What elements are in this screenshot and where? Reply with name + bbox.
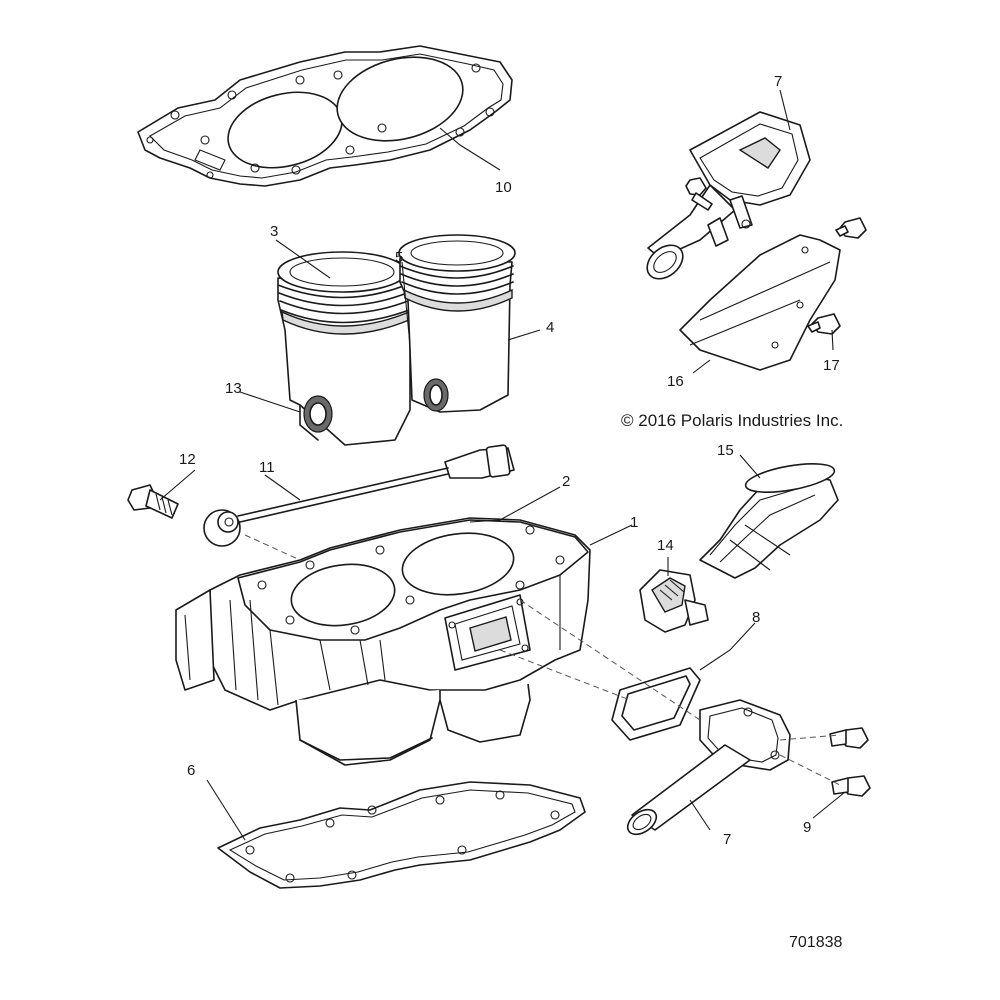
callout-9: 9 [803, 819, 811, 836]
thermostat-housing [646, 111, 811, 280]
callout-3: 3 [270, 223, 278, 240]
hose-clamp [639, 569, 709, 633]
diagram-part-number: 701838 [789, 934, 843, 951]
knock-sensor [203, 444, 515, 547]
callout-14: 14 [657, 537, 674, 554]
callout-4: 4 [546, 319, 554, 336]
callout-7-top: 7 [774, 73, 782, 90]
callout-2: 2 [562, 473, 570, 490]
leader-lines [159, 89, 846, 841]
callout-16: 16 [667, 373, 684, 390]
callout-10: 10 [495, 179, 512, 196]
mounting-bolt [127, 484, 179, 519]
callout-labels: 1 2 3 4 5 6 7 7 8 9 10 11 12 13 14 15 16… [179, 73, 840, 848]
callout-17: 17 [823, 357, 840, 374]
callout-7-bottom: 7 [723, 831, 731, 848]
callout-12: 12 [179, 451, 196, 468]
heat-shield [679, 234, 841, 371]
shield-bolts [807, 217, 867, 335]
copyright-notice: © 2016 Polaris Industries Inc. [621, 411, 844, 430]
o-ring [611, 667, 701, 741]
callout-5: 5 [395, 249, 403, 266]
assembly-lines [244, 534, 843, 787]
coolant-outlet [626, 699, 791, 836]
callout-15: 15 [717, 442, 734, 459]
callout-6: 6 [187, 762, 195, 779]
outlet-bolts [829, 727, 871, 797]
coolant-hose [699, 463, 839, 579]
piston-right [398, 234, 516, 413]
head-gasket [137, 45, 513, 187]
base-gasket [217, 781, 586, 889]
callout-13: 13 [225, 380, 242, 397]
cylinder-block [175, 517, 591, 766]
piston-left [277, 251, 411, 446]
callout-11: 11 [259, 459, 275, 476]
callout-1: 1 [630, 514, 638, 531]
callout-8: 8 [752, 609, 760, 626]
